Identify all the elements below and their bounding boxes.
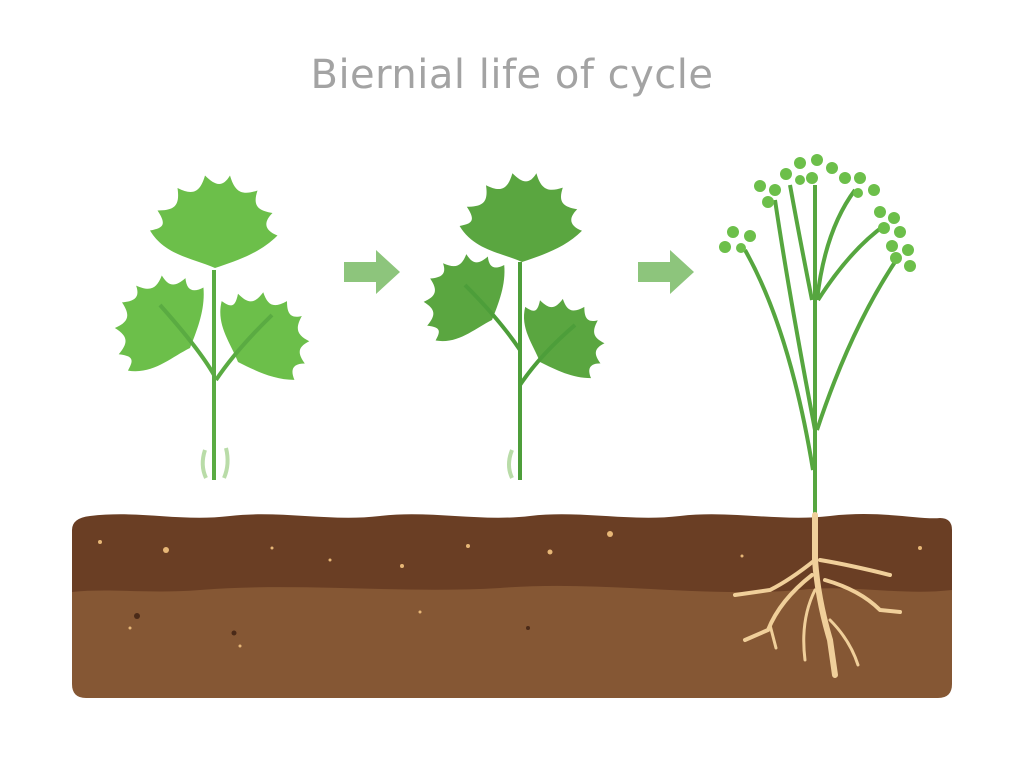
arrow-icon: [638, 250, 694, 294]
soil: [72, 514, 952, 698]
leaf: [459, 173, 582, 262]
soil-specks: [98, 531, 922, 648]
arrow-icon: [344, 250, 400, 294]
leaf: [90, 253, 226, 392]
second-year-plant: [401, 173, 624, 480]
first-year-plant: [90, 175, 331, 480]
leaf: [150, 175, 278, 268]
soil-top-layer: [72, 514, 952, 593]
flowering-plant: [719, 154, 916, 678]
diagram-title: Biernial life of cycle: [310, 52, 714, 98]
roots: [733, 512, 902, 678]
flower-clusters: [719, 154, 916, 272]
leaf: [199, 268, 331, 400]
soil-bottom-layer: [72, 560, 952, 698]
